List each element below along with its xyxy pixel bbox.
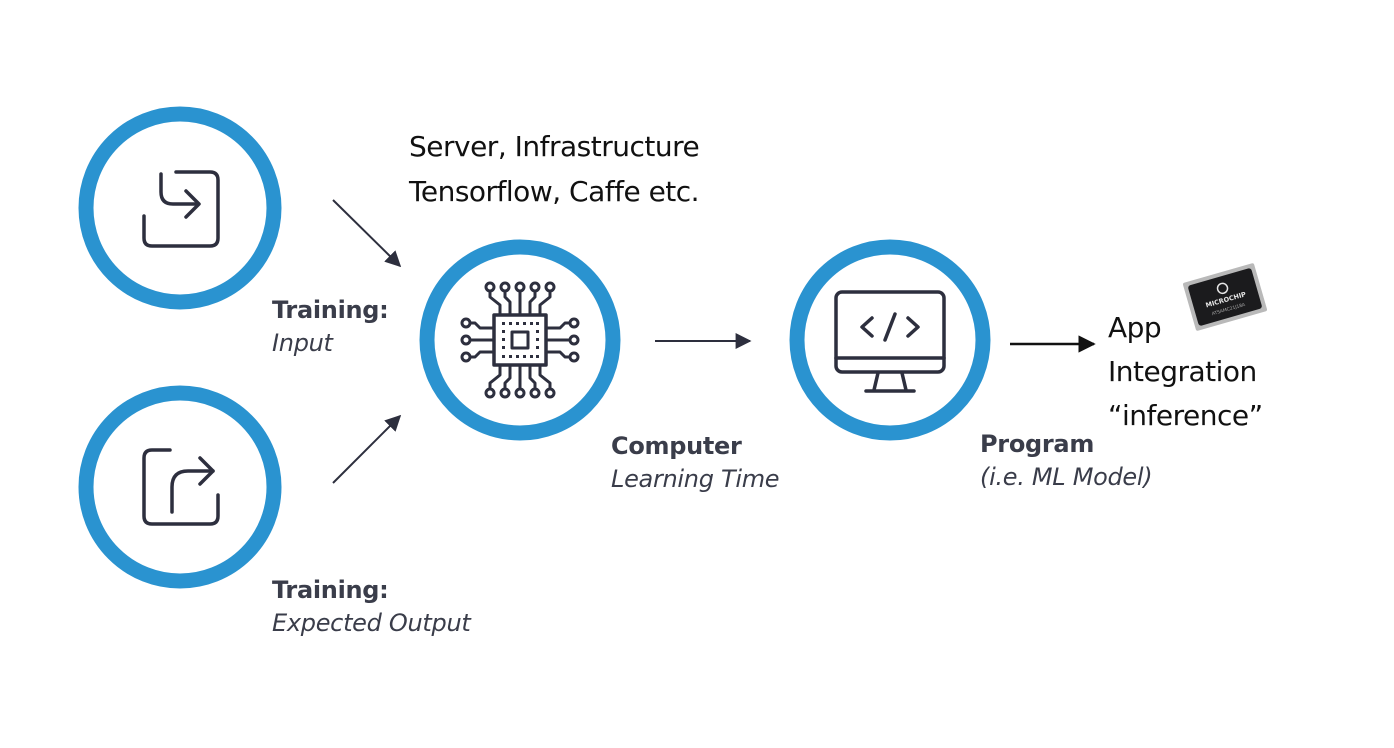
cpu-chip-icon: [460, 281, 580, 399]
note-line: “inference”: [1108, 399, 1263, 432]
label-program: Program (i.e. ML Model): [980, 428, 1153, 494]
node-training-output: [78, 385, 282, 589]
node-ring: [78, 106, 282, 310]
label-title: Training:: [272, 576, 389, 604]
note-line: App: [1108, 311, 1162, 344]
label-training-input: Training: Input: [272, 294, 389, 360]
label-subtitle: Input: [272, 329, 333, 357]
label-computer: Computer Learning Time: [611, 430, 780, 496]
label-subtitle: Expected Output: [272, 609, 471, 637]
node-ring: [419, 239, 621, 441]
server-infrastructure-note: Server, Infrastructure Tensorflow, Caffe…: [409, 124, 700, 214]
node-program: [789, 239, 991, 441]
node-computer: [419, 239, 621, 441]
sign-in-box-icon: [142, 170, 220, 248]
label-title: Computer: [611, 432, 742, 460]
label-subtitle: (i.e. ML Model): [980, 463, 1153, 491]
arrow-input-to-computer: [332, 199, 402, 268]
label-subtitle: Learning Time: [611, 465, 780, 493]
node-training-input: [78, 106, 282, 310]
label-title: Program: [980, 430, 1095, 458]
label-training-output: Training: Expected Output: [272, 574, 471, 640]
app-integration-note: App Integration “inference”: [1108, 306, 1263, 438]
node-ring: [78, 385, 282, 589]
arrow-output-to-computer: [332, 414, 402, 484]
note-line: Tensorflow, Caffe etc.: [409, 175, 700, 208]
note-line: Server, Infrastructure: [409, 130, 700, 163]
label-title: Training:: [272, 296, 389, 324]
monitor-code-icon: [834, 290, 946, 393]
note-line: Integration: [1108, 355, 1257, 388]
node-ring: [789, 239, 991, 441]
share-box-icon: [142, 448, 220, 526]
microcontroller-chip-image: MICROCHIP ATSAMC21J18A: [1183, 263, 1267, 331]
